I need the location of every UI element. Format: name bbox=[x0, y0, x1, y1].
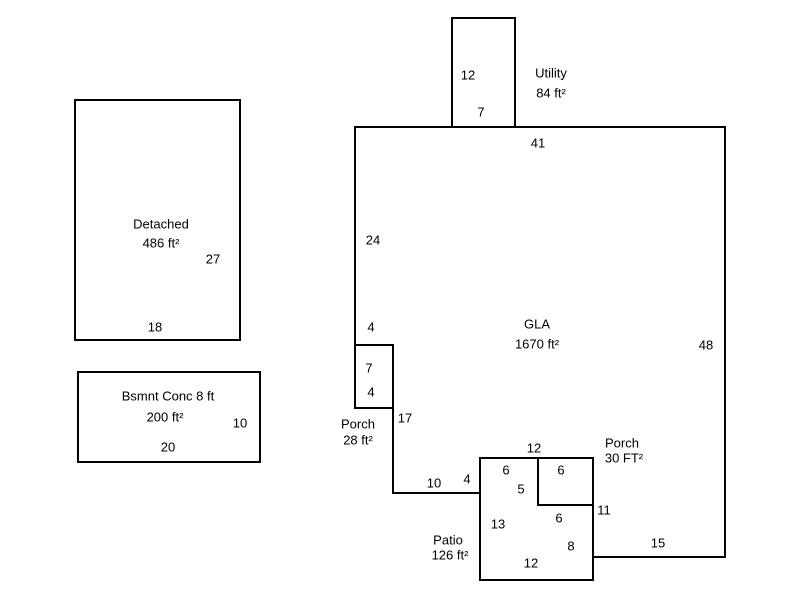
patio-dim-left: 13 bbox=[490, 516, 506, 532]
detached-dim-bottom: 18 bbox=[147, 319, 163, 335]
basement-dim-bottom: 20 bbox=[160, 439, 176, 455]
detached-area: 486 ft² bbox=[142, 235, 180, 251]
porch-right-dim-left: 5 bbox=[517, 481, 525, 497]
basement-dim-right: 10 bbox=[232, 415, 248, 431]
utility-label: Utility bbox=[535, 65, 567, 81]
detached-dim-right: 27 bbox=[205, 251, 221, 267]
gla-area: 1670 ft² bbox=[514, 336, 560, 352]
gla-dim-right: 48 bbox=[698, 337, 714, 353]
utility-area: 84 ft² bbox=[536, 85, 566, 101]
porch-right-area: 30 FT² bbox=[604, 450, 644, 466]
gla-dim-bottom-left: 10 bbox=[426, 475, 442, 491]
basement-area: 200 ft² bbox=[146, 409, 184, 425]
porch-left-outline bbox=[354, 344, 394, 409]
detached-label: Detached bbox=[133, 216, 189, 232]
patio-outline bbox=[479, 457, 594, 581]
porch-left-label: Porch bbox=[341, 416, 375, 432]
gla-dim-step-bottom: 4 bbox=[463, 471, 471, 487]
patio-label: Patio bbox=[433, 532, 463, 548]
porch-right-label: Porch bbox=[605, 435, 639, 451]
utility-dim-left: 12 bbox=[460, 67, 476, 83]
patio-dim-top-left: 6 bbox=[502, 462, 510, 478]
patio-dim-right-lower: 8 bbox=[567, 538, 575, 554]
gla-dim-left-lower: 17 bbox=[397, 410, 413, 426]
gla-dim-step-top: 4 bbox=[367, 319, 375, 335]
gla-dim-bottom-right: 15 bbox=[650, 535, 666, 551]
porch-left-area: 28 ft² bbox=[343, 432, 373, 448]
porch-left-dim-width: 4 bbox=[367, 384, 375, 400]
detached-outline bbox=[74, 99, 241, 341]
porch-left-dim-height: 7 bbox=[365, 360, 373, 376]
porch-right-dim-top: 6 bbox=[557, 462, 565, 478]
gla-dim-left: 24 bbox=[365, 232, 381, 248]
gla-dim-patio-top: 12 bbox=[526, 440, 542, 456]
porch-right-outline bbox=[537, 457, 594, 506]
patio-dim-bottom: 12 bbox=[523, 555, 539, 571]
porch-right-dim-bottom: 6 bbox=[555, 510, 563, 526]
gla-dim-right-lower: 11 bbox=[597, 502, 611, 518]
utility-dim-bottom: 7 bbox=[477, 104, 485, 120]
gla-label: GLA bbox=[523, 316, 551, 332]
gla-dim-top: 41 bbox=[530, 135, 546, 151]
patio-area: 126 ft² bbox=[431, 547, 469, 563]
basement-label: Bsmnt Conc 8 ft bbox=[121, 388, 215, 404]
basement-outline bbox=[77, 371, 261, 463]
